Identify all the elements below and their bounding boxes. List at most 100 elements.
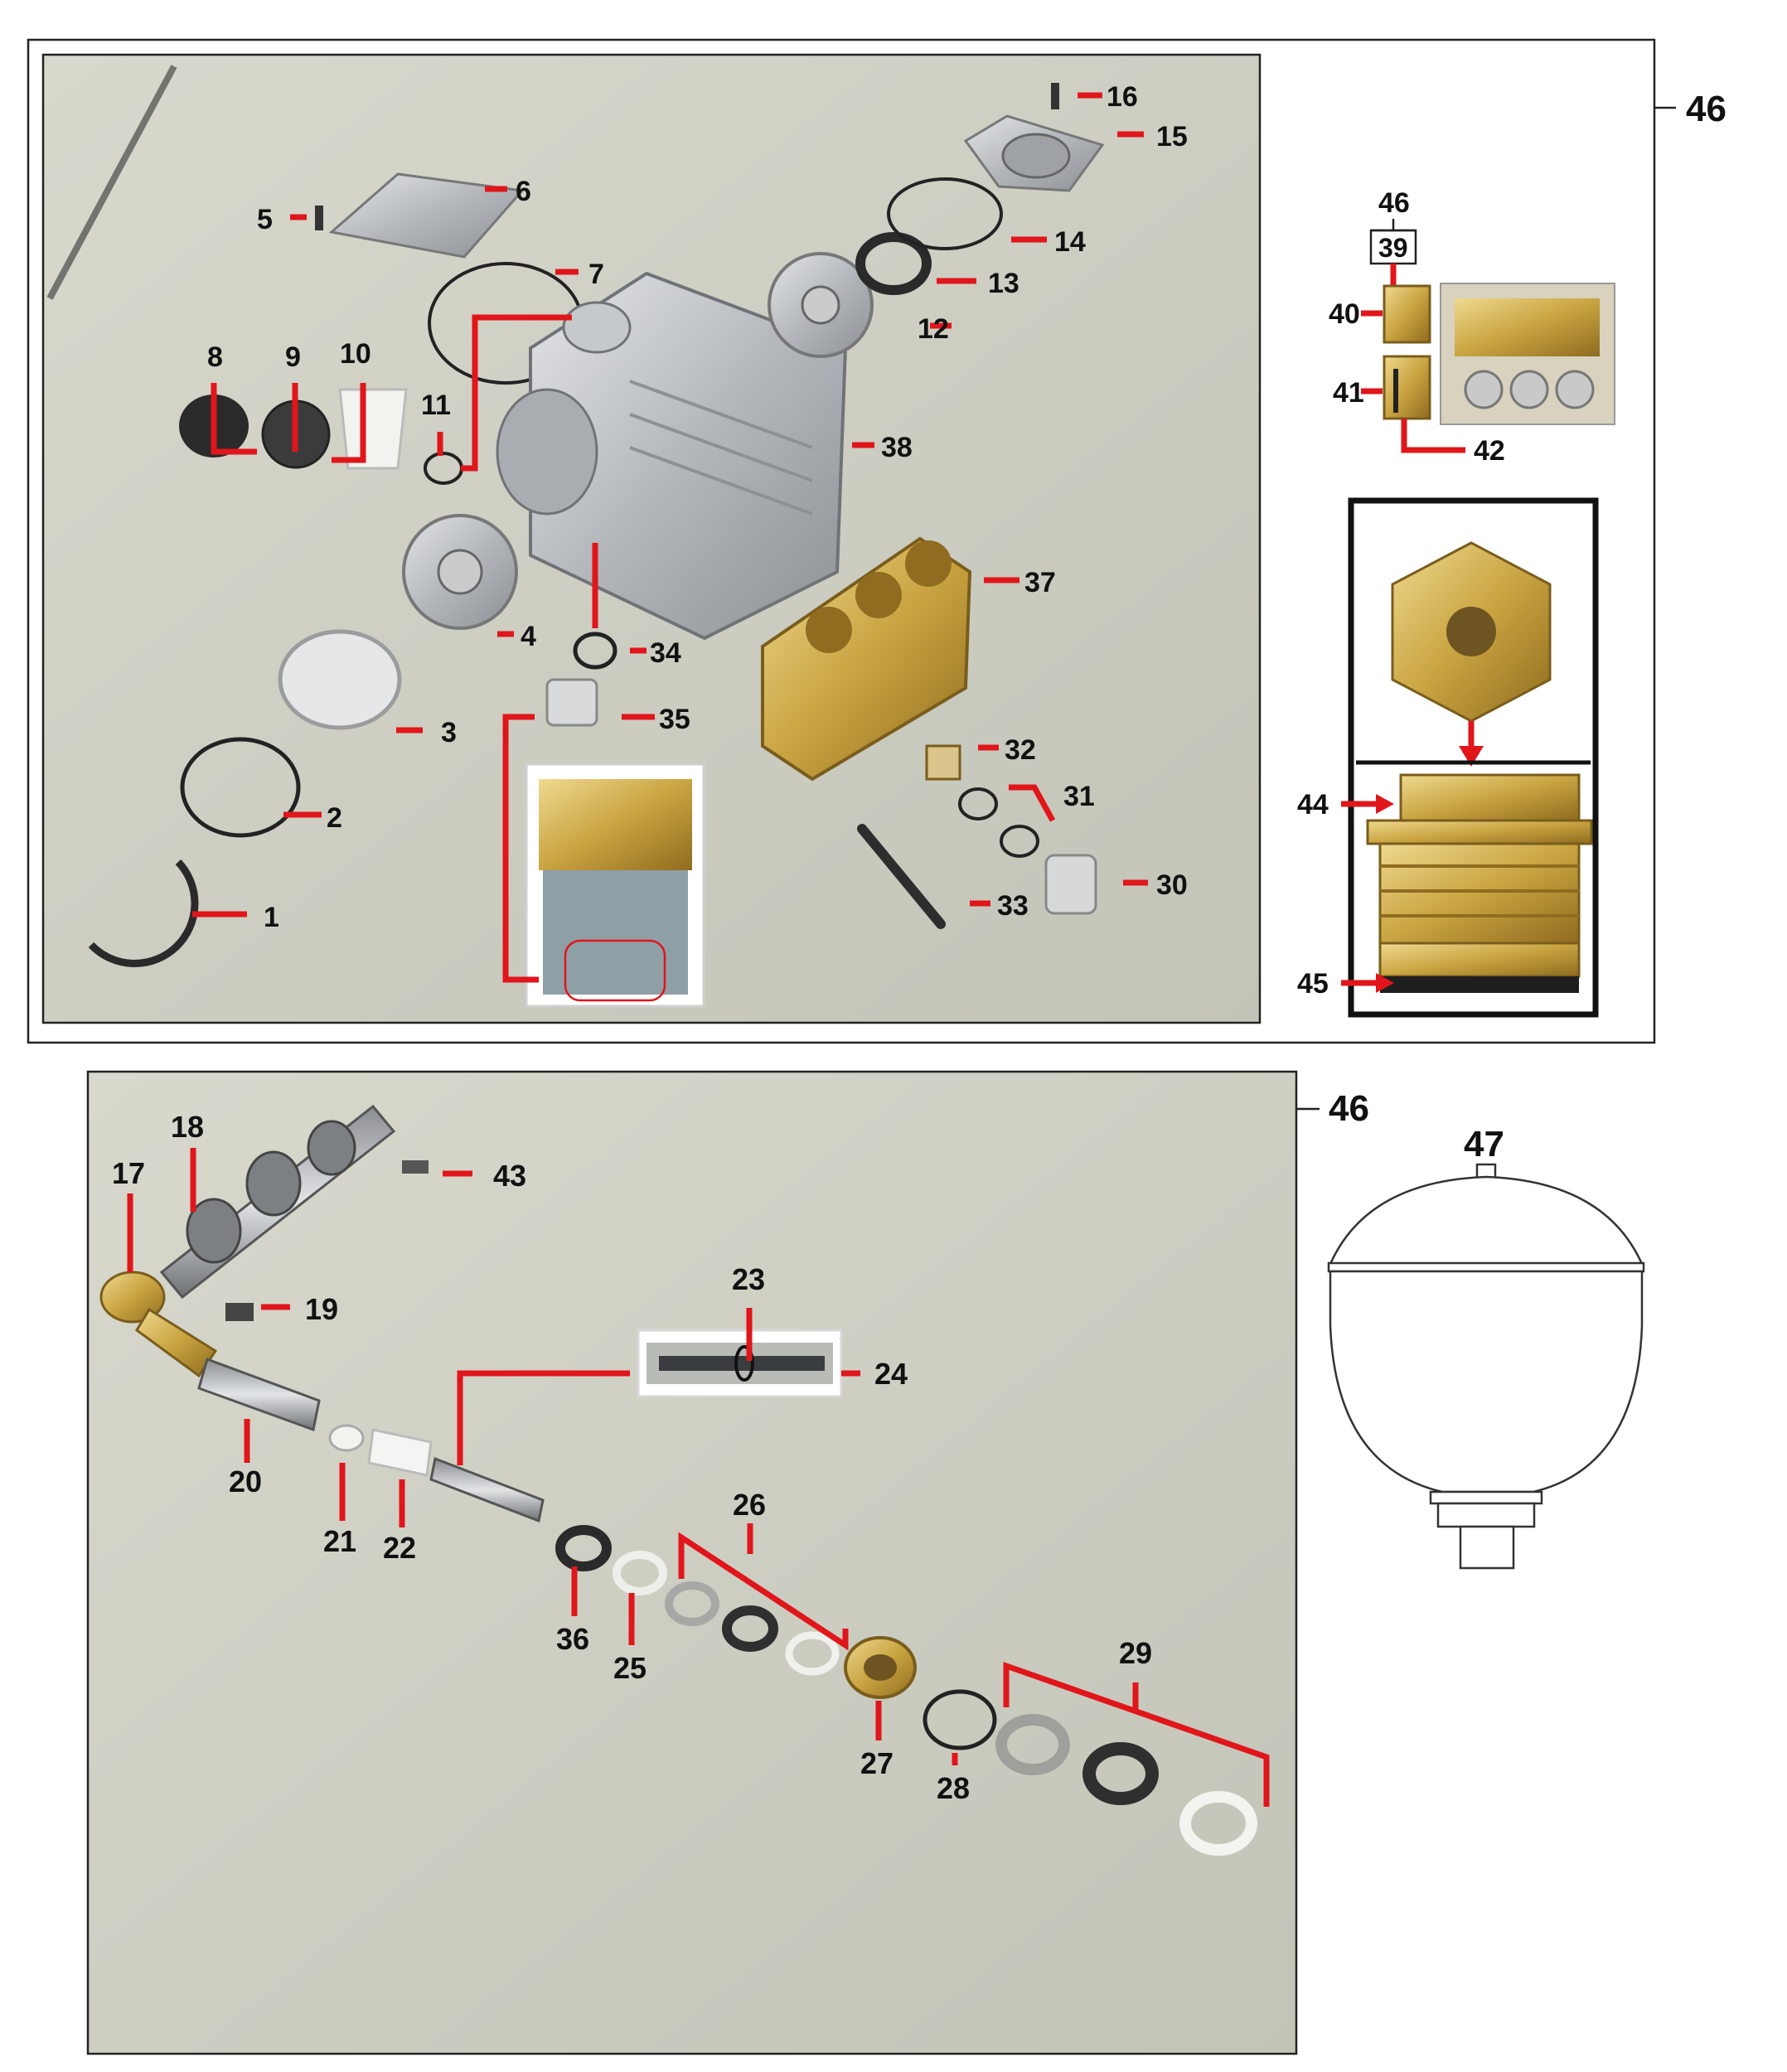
part-31-o-ring-a	[958, 787, 998, 821]
part-26-ring-a	[665, 1581, 719, 1626]
part-5-screw	[315, 206, 323, 230]
callout-31: 31	[1063, 781, 1095, 812]
callout-17: 17	[112, 1156, 145, 1190]
plunger-bolt-inset	[637, 1329, 843, 1398]
part-28-o-ring	[923, 1689, 997, 1750]
part-16-screw	[1051, 83, 1059, 109]
part-21-washer	[328, 1424, 365, 1452]
part-13-oil-seal	[855, 232, 932, 295]
callout-20: 20	[229, 1464, 262, 1498]
callout-12: 12	[918, 313, 949, 345]
part-29-ring-a	[995, 1714, 1070, 1775]
part-34-o-ring	[573, 632, 617, 670]
callout-40: 40	[1329, 298, 1360, 330]
callout-19: 19	[305, 1292, 338, 1326]
part-6-cover-plate	[328, 172, 525, 259]
top-assembly-ref: 46	[1686, 89, 1726, 129]
top-leader-lines	[192, 92, 1148, 983]
plug-hex-head	[1399, 773, 1581, 822]
callout-25: 25	[613, 1651, 647, 1685]
callout-24: 24	[874, 1357, 908, 1391]
plug-o-ring	[1380, 976, 1579, 993]
callout-18: 18	[171, 1110, 204, 1144]
callout-32: 32	[1005, 734, 1036, 766]
callout-45: 45	[1297, 968, 1329, 1000]
callout-27: 27	[860, 1746, 894, 1780]
callout-42: 42	[1474, 435, 1505, 467]
part-18-crankshaft	[159, 1104, 396, 1300]
valve-subgroup-label: 39	[1378, 233, 1408, 263]
callout-36: 36	[556, 1622, 589, 1656]
callout-4: 4	[521, 621, 536, 652]
part-29-seal	[1082, 1742, 1159, 1805]
bottom-leader-lines	[127, 1148, 1270, 1807]
callout-21: 21	[323, 1524, 356, 1558]
callout-13: 13	[988, 268, 1019, 299]
callout-30: 30	[1156, 869, 1188, 901]
callout-26: 26	[733, 1488, 766, 1522]
part-29-ring-b	[1179, 1791, 1257, 1856]
callout-3: 3	[441, 717, 457, 748]
callout-44: 44	[1297, 789, 1329, 821]
bottom-photo	[86, 1070, 1298, 2055]
top-frame	[27, 38, 1656, 1044]
callout-29: 29	[1119, 1636, 1152, 1670]
bottom-panel: 46	[86, 1070, 1645, 2055]
part-37-brass-manifold	[761, 536, 972, 782]
valve-detail: 46 39 40 41 42	[1329, 187, 1615, 467]
callout-37: 37	[1024, 567, 1056, 598]
callout-10: 10	[340, 338, 371, 370]
callout-41: 41	[1333, 377, 1364, 409]
callout-15: 15	[1156, 121, 1188, 152]
callout-33: 33	[997, 890, 1029, 922]
top-callouts: 1 2 3 4 5 6 7 8 9 10 11 12 13 14 15 16 3…	[207, 81, 1188, 933]
part-38-crankcase	[496, 271, 848, 641]
part-32-valve	[925, 744, 961, 781]
part-3-sight-cover	[278, 629, 402, 730]
top-panel: 46	[27, 38, 1726, 1044]
part-19-pin	[225, 1303, 254, 1321]
plug-thread	[1378, 842, 1581, 945]
part-20-plunger-guide	[197, 1358, 321, 1432]
plug-detail: 44 45	[1297, 497, 1599, 1018]
callout-34: 34	[650, 637, 681, 669]
callout-47: 47	[1464, 1124, 1504, 1164]
callout-9: 9	[285, 341, 301, 373]
valve-part-41	[1383, 355, 1431, 420]
pump-inset-photo	[525, 762, 705, 1008]
part-33-bolt	[857, 824, 946, 929]
callout-35: 35	[659, 704, 690, 735]
part-2-o-ring	[180, 737, 301, 838]
callout-1: 1	[264, 902, 279, 933]
part-10-cup	[338, 388, 408, 470]
callout-28: 28	[937, 1771, 970, 1805]
part-36-seal	[555, 1525, 612, 1571]
part-26-seal	[722, 1605, 778, 1652]
callout-11: 11	[421, 390, 451, 421]
callout-22: 22	[383, 1531, 416, 1565]
part-35-plug	[545, 678, 598, 727]
callout-7: 7	[588, 259, 604, 290]
callout-43: 43	[493, 1159, 526, 1193]
callout-6: 6	[516, 176, 531, 207]
callout-14: 14	[1054, 226, 1086, 258]
bottom-assembly-ref: 46	[1329, 1088, 1369, 1129]
part-25-ring	[613, 1551, 667, 1595]
part-22-ceramic-plunger	[367, 1428, 433, 1477]
part-30-plug	[1044, 854, 1097, 915]
part-43-key	[402, 1160, 429, 1174]
part-26-ring-b	[785, 1631, 840, 1676]
valve-group-label: 46	[1378, 187, 1410, 219]
part-1-circlip	[88, 859, 199, 967]
plug-detail-frame	[1348, 497, 1599, 1018]
callout-2: 2	[327, 802, 342, 834]
bottom-callouts: 18 17 43 19 23 24 20 21 22 26 36 25 29 2…	[112, 1110, 1152, 1805]
valve-part-40	[1383, 284, 1431, 344]
callout-23: 23	[732, 1262, 765, 1296]
part-14-o-ring	[887, 177, 1003, 250]
callout-8: 8	[207, 341, 223, 373]
part-31-o-ring-b	[1000, 825, 1039, 858]
callout-16: 16	[1107, 81, 1138, 113]
callout-5: 5	[257, 204, 273, 235]
